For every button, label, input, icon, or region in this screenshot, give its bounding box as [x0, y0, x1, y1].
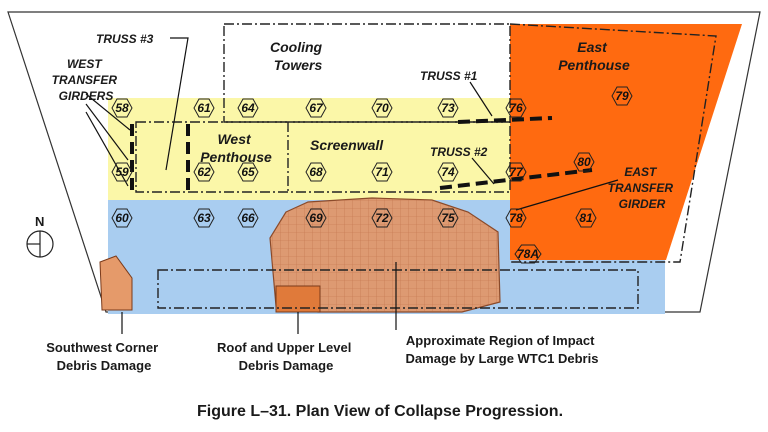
column-marker-58 — [111, 98, 133, 118]
column-marker-60 — [111, 208, 133, 228]
column-label-62: 62 — [197, 165, 211, 179]
column-marker-78A — [514, 244, 542, 264]
column-label-68: 68 — [309, 165, 323, 179]
column-marker-65 — [237, 162, 259, 182]
cooling-towers-label: Cooling Towers — [270, 39, 326, 73]
column-label-81: 81 — [579, 211, 593, 225]
column-label-60: 60 — [115, 211, 129, 225]
column-label-58: 58 — [115, 101, 129, 115]
column-label-69: 69 — [309, 211, 323, 225]
column-label-80: 80 — [577, 155, 591, 169]
east-penthouse-label: East Penthouse — [558, 39, 630, 73]
column-marker-70 — [371, 98, 393, 118]
column-marker-73 — [437, 98, 459, 118]
column-label-78: 78 — [509, 211, 523, 225]
column-label-59: 59 — [115, 165, 129, 179]
west-penthouse-label: West Penthouse — [200, 131, 272, 165]
column-label-74: 74 — [441, 165, 455, 179]
column-label-77: 77 — [509, 165, 524, 179]
label-arrows — [85, 37, 619, 211]
column-marker-63 — [193, 208, 215, 228]
column-label-73: 73 — [441, 101, 455, 115]
column-label-65: 65 — [241, 165, 255, 179]
column-label-71: 71 — [375, 165, 389, 179]
column-label-78A: 78A — [517, 247, 539, 261]
structural-outlines — [135, 23, 717, 309]
column-marker-75 — [437, 208, 459, 228]
column-marker-77 — [505, 162, 527, 182]
column-label-70: 70 — [375, 101, 389, 115]
column-label-75: 75 — [441, 211, 455, 225]
southwest-debris-annotation: Southwest Corner Debris Damage — [46, 340, 162, 373]
column-label-64: 64 — [241, 101, 255, 115]
east-transfer-girder-label: EAST TRANSFER GIRDER — [608, 165, 677, 211]
column-marker-74 — [437, 162, 459, 182]
figure-caption: Figure L–31. Plan View of Collapse Progr… — [197, 403, 563, 420]
southwest-debris-area — [99, 255, 133, 311]
column-marker-66 — [237, 208, 259, 228]
impact-region-annotation: Approximate Region of Impact Damage by L… — [406, 333, 599, 366]
column-label-67: 67 — [309, 101, 324, 115]
east-penthouse-zone — [510, 24, 742, 260]
column-marker-79 — [611, 86, 633, 106]
column-label-79: 79 — [615, 89, 629, 103]
screenwall-label: Screenwall — [310, 137, 384, 153]
north-label: N — [35, 214, 44, 229]
truss-lines — [130, 116, 593, 194]
column-label-76: 76 — [509, 101, 523, 115]
truss3-label: TRUSS #3 — [96, 32, 154, 46]
column-marker-68 — [305, 162, 327, 182]
column-marker-69 — [305, 208, 327, 228]
roof-debris-annotation: Roof and Upper Level Debris Damage — [217, 340, 355, 373]
column-marker-81 — [575, 208, 597, 228]
truss2-label: TRUSS #2 — [430, 145, 488, 159]
column-marker-59 — [111, 162, 133, 182]
column-marker-80 — [573, 152, 595, 172]
column-marker-64 — [237, 98, 259, 118]
column-markers: 58 61 64 67 70 73 76 79 59 62 65 68 71 74 77 80 60 63 66 69… — [111, 86, 633, 264]
column-label-63: 63 — [197, 211, 211, 225]
truss1-label: TRUSS #1 — [420, 69, 478, 83]
west-transfer-girders-label: WEST TRANSFER GIRDERS — [52, 57, 121, 103]
column-marker-62 — [193, 162, 215, 182]
column-marker-72 — [371, 208, 393, 228]
column-marker-67 — [305, 98, 327, 118]
column-marker-76 — [505, 98, 527, 118]
column-label-61: 61 — [197, 101, 211, 115]
column-label-66: 66 — [241, 211, 255, 225]
column-marker-61 — [193, 98, 215, 118]
column-label-72: 72 — [375, 211, 389, 225]
column-marker-78 — [505, 208, 527, 228]
annotation-pointers — [121, 262, 397, 334]
north-arrow: N — [26, 214, 54, 258]
column-marker-71 — [371, 162, 393, 182]
